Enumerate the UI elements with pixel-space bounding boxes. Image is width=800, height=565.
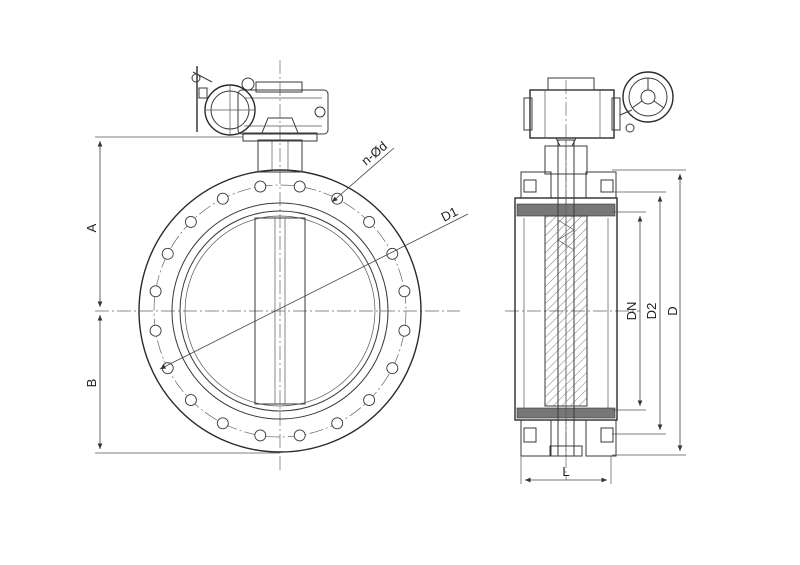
bolt-holes (149, 180, 411, 442)
bolt-hole (254, 180, 267, 193)
bolt-hole (149, 285, 162, 298)
bolt-hole (363, 394, 376, 407)
bore-circle (184, 215, 376, 407)
valve-disc (254, 217, 306, 405)
handwheel-icon (619, 71, 674, 133)
dimension-a-b (95, 136, 280, 454)
label-d1: D1 (439, 204, 461, 225)
bolt-hole (161, 247, 174, 260)
bolt-circle (153, 184, 407, 438)
valve-neck (257, 139, 303, 173)
body-ring-middle (179, 210, 381, 412)
holes-leader (331, 147, 395, 203)
bolt-hole (161, 362, 174, 375)
flange-outer-circle (138, 169, 422, 453)
handwheel-icon (191, 66, 213, 132)
label-l: L (562, 464, 569, 479)
bolt-hole (331, 417, 344, 430)
body-ring-outer (171, 202, 389, 420)
gearbox-front (191, 66, 329, 136)
bolt-hole (293, 429, 306, 442)
bolt-hole (184, 394, 197, 407)
bolt-hole (386, 362, 399, 375)
label-d2: D2 (644, 303, 659, 320)
bolt-hole (184, 215, 197, 228)
d1-leader (159, 213, 469, 370)
label-b: B (84, 379, 99, 388)
side-body (514, 139, 618, 457)
bolt-hole (398, 324, 411, 337)
bolt-hole (216, 192, 229, 205)
label-dn: DN (624, 302, 639, 321)
gearbox-side (523, 71, 674, 147)
side-view: DN D2 D L (505, 71, 686, 484)
bolt-hole (363, 215, 376, 228)
side-dimension-lines (520, 169, 686, 484)
bolt-hole (216, 417, 229, 430)
bolt-hole (293, 180, 306, 193)
bolt-hole (398, 285, 411, 298)
label-holes: n-Ød (358, 138, 390, 168)
bolt-hole (254, 429, 267, 442)
label-a: A (84, 223, 99, 232)
front-view: A B n-Ød D1 (84, 60, 469, 470)
bolt-hole (149, 324, 162, 337)
bolt-hole (331, 192, 344, 205)
label-d: D (665, 306, 680, 315)
